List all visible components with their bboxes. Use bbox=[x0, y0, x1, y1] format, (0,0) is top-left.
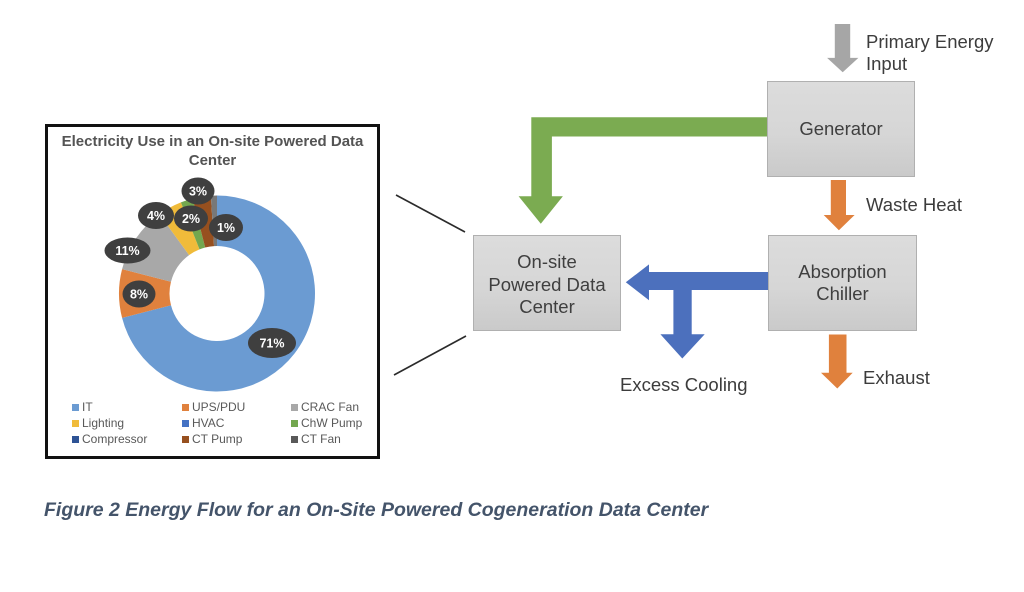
svg-text:8%: 8% bbox=[130, 288, 148, 302]
svg-text:2%: 2% bbox=[182, 212, 200, 226]
svg-text:4%: 4% bbox=[147, 209, 165, 223]
svg-text:1%: 1% bbox=[217, 221, 235, 235]
svg-text:11%: 11% bbox=[115, 244, 139, 258]
svg-text:3%: 3% bbox=[189, 185, 207, 199]
svg-text:71%: 71% bbox=[259, 337, 284, 351]
